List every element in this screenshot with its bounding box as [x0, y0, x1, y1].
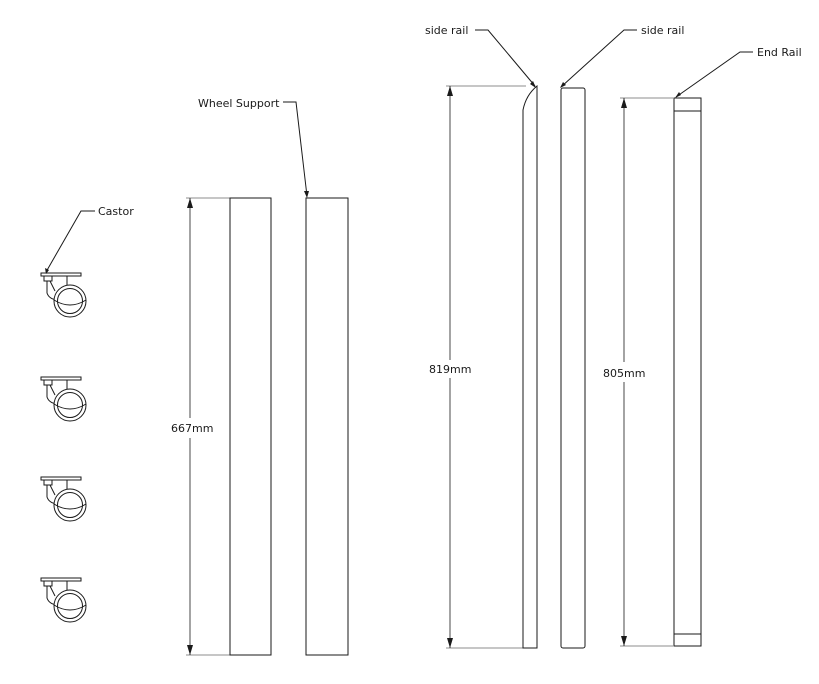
castor-label: Castor — [98, 205, 134, 218]
side-rail-right-label: side rail — [641, 24, 684, 37]
castor-2 — [40, 376, 87, 422]
wheel-support-callout: Wheel Support — [198, 97, 309, 198]
wheel-support-2 — [305, 197, 349, 656]
side-rail-1 — [522, 84, 538, 649]
side-rail-left-label: side rail — [425, 24, 468, 37]
side-rail-left-callout: side rail — [425, 24, 536, 88]
wheel-support-length-label: 667mm — [171, 422, 213, 435]
end-rail-length-label: 805mm — [603, 367, 645, 380]
castor-1 — [40, 272, 87, 318]
end-rail-callout: End Rail — [675, 46, 802, 98]
end-rail — [673, 97, 702, 647]
side-rail-length-label: 819mm — [429, 363, 471, 376]
end-rail-dimension: 805mm — [603, 97, 673, 647]
side-rail-dimension: 819mm — [429, 85, 526, 649]
castor-callout: Castor — [45, 205, 134, 274]
castor-3 — [40, 476, 87, 522]
side-rail-right-callout: side rail — [560, 24, 684, 88]
wheel-support-label: Wheel Support — [198, 97, 280, 110]
castor-4 — [40, 577, 87, 623]
wheel-support-1 — [229, 197, 272, 656]
wheel-support-dimension: 667mm — [171, 197, 230, 656]
end-rail-label: End Rail — [757, 46, 802, 59]
side-rail-2 — [560, 87, 586, 649]
